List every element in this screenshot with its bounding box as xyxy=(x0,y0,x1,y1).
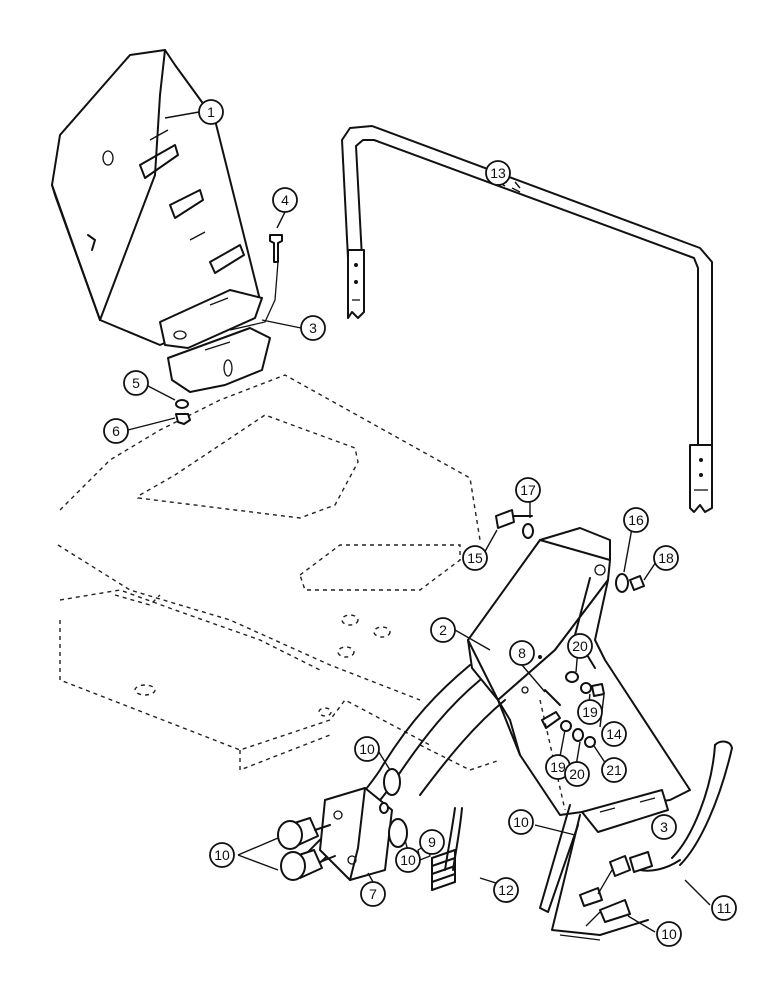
callout-6: 6 xyxy=(103,418,129,444)
chassis-outline xyxy=(57,374,501,772)
callout-10-block: 10 xyxy=(395,847,421,873)
svg-text:10: 10 xyxy=(359,741,375,757)
svg-text:20: 20 xyxy=(569,766,585,782)
svg-text:16: 16 xyxy=(628,512,644,528)
svg-text:17: 17 xyxy=(520,482,536,498)
callout-10-clamp: 10 xyxy=(508,809,534,835)
callout-18: 18 xyxy=(653,545,679,571)
callout-19-lower: 19 xyxy=(545,754,571,780)
svg-text:10: 10 xyxy=(661,926,677,942)
callout-11: 11 xyxy=(711,895,737,921)
svg-text:3: 3 xyxy=(309,320,317,336)
spring xyxy=(431,807,463,891)
callout-17: 17 xyxy=(515,477,541,503)
callout-2: 2 xyxy=(430,617,456,643)
svg-text:13: 13 xyxy=(490,165,506,181)
callout-5: 5 xyxy=(123,370,149,396)
washer-nut-5-6 xyxy=(175,399,191,425)
svg-text:21: 21 xyxy=(606,762,622,778)
callout-19-upper: 19 xyxy=(577,699,603,725)
callout-20-upper: 20 xyxy=(567,633,593,659)
svg-text:3: 3 xyxy=(660,819,668,835)
callout-3-upper: 3 xyxy=(300,315,326,341)
callout-1: 1 xyxy=(198,99,224,125)
svg-text:18: 18 xyxy=(658,550,674,566)
svg-text:7: 7 xyxy=(369,886,377,902)
callout-21: 21 xyxy=(601,757,627,783)
callout-13: 13 xyxy=(485,160,511,186)
svg-text:4: 4 xyxy=(281,192,289,208)
hardware-cluster xyxy=(495,509,645,748)
callout-20-lower: 20 xyxy=(564,761,590,787)
knob-assembly xyxy=(277,768,431,881)
callout-10-top: 10 xyxy=(354,736,380,762)
svg-text:15: 15 xyxy=(467,550,483,566)
callout-10-knobs: 10 xyxy=(209,842,235,868)
svg-text:8: 8 xyxy=(518,645,526,661)
lower-clamp xyxy=(539,804,649,941)
callout-10-harness: 10 xyxy=(656,921,682,947)
svg-text:19: 19 xyxy=(582,704,598,720)
upper-bracket xyxy=(159,289,271,393)
bolt-4 xyxy=(229,234,283,331)
callout-3-lower: 3 xyxy=(651,814,677,840)
svg-text:20: 20 xyxy=(572,638,588,654)
left-side-panel xyxy=(51,49,261,346)
hose-harness xyxy=(579,740,733,927)
right-side-panel xyxy=(467,527,691,816)
svg-text:2: 2 xyxy=(439,622,447,638)
callout-4: 4 xyxy=(272,187,298,213)
callout-7: 7 xyxy=(360,881,386,907)
callout-15: 15 xyxy=(462,545,488,571)
svg-text:12: 12 xyxy=(498,882,514,898)
svg-text:6: 6 xyxy=(112,423,120,439)
svg-text:5: 5 xyxy=(132,375,140,391)
svg-text:9: 9 xyxy=(428,834,436,850)
svg-text:10: 10 xyxy=(214,847,230,863)
callout-9: 9 xyxy=(419,829,445,855)
svg-text:14: 14 xyxy=(606,726,622,742)
callout-8: 8 xyxy=(509,640,535,666)
lower-bracket xyxy=(581,789,669,833)
svg-text:10: 10 xyxy=(513,814,529,830)
svg-text:11: 11 xyxy=(717,900,732,916)
svg-text:19: 19 xyxy=(550,759,566,775)
callout-14: 14 xyxy=(601,721,627,747)
svg-text:10: 10 xyxy=(400,852,416,868)
callout-12: 12 xyxy=(493,877,519,903)
svg-text:1: 1 xyxy=(207,104,215,120)
callout-16: 16 xyxy=(623,507,649,533)
support-rail xyxy=(341,125,713,513)
